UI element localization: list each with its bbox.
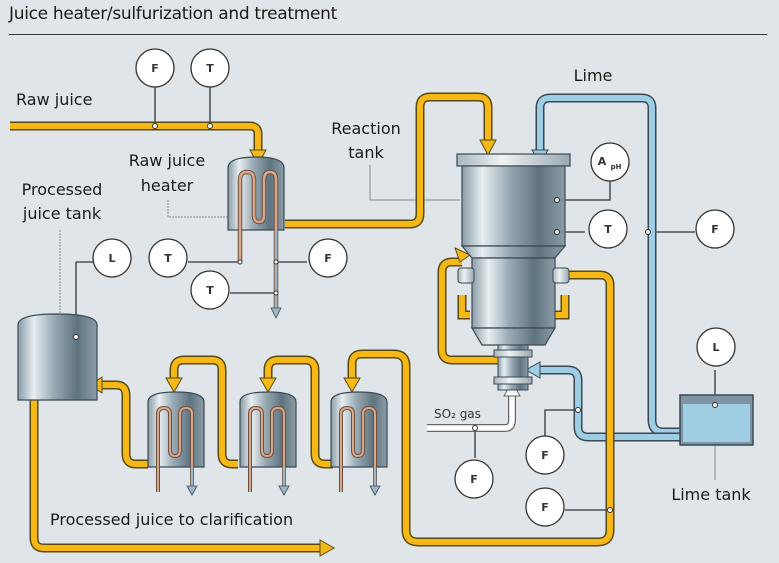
label-lime: Lime bbox=[574, 66, 613, 85]
diagram-title: Juice heater/sulfurization and treatment bbox=[9, 4, 338, 24]
lime-pipe bbox=[524, 93, 680, 442]
title-underline bbox=[9, 34, 767, 35]
instrument-so2-flow[interactable]: F bbox=[454, 459, 494, 499]
svg-text:pH: pH bbox=[611, 163, 622, 171]
instrument-raw-juice-temp[interactable]: T bbox=[190, 48, 230, 88]
svg-text:L: L bbox=[108, 252, 115, 265]
juice-heater-3 bbox=[330, 391, 388, 496]
svg-text:F: F bbox=[151, 62, 159, 75]
label-raw-juice-heater-2: heater bbox=[141, 176, 194, 195]
lime-tank-vessel bbox=[679, 394, 754, 446]
raw-juice-heater bbox=[227, 156, 285, 319]
instrument-lime-flow[interactable]: F bbox=[695, 209, 735, 249]
juice-heater-1 bbox=[147, 391, 205, 496]
label-processed-juice-tank-1: Processed bbox=[22, 180, 103, 199]
label-processed-juice-to-clarification: Processed juice to clarification bbox=[50, 510, 293, 529]
label-processed-juice-tank-2: juice tank bbox=[22, 204, 102, 223]
svg-text:F: F bbox=[541, 449, 549, 462]
instrument-heater-outlet-temp[interactable]: T bbox=[190, 270, 230, 310]
svg-text:T: T bbox=[164, 252, 172, 265]
label-lime-tank: Lime tank bbox=[671, 485, 751, 504]
svg-text:T: T bbox=[206, 284, 214, 297]
label-reaction-tank-1: Reaction bbox=[331, 119, 401, 138]
leader-lines bbox=[59, 165, 716, 480]
instrument-processed-tank-level[interactable]: L bbox=[92, 238, 132, 278]
label-reaction-tank-2: tank bbox=[348, 143, 384, 162]
processed-juice-tank bbox=[17, 313, 98, 401]
instrument-heater-outlet-flow[interactable]: F bbox=[308, 238, 348, 278]
svg-text:F: F bbox=[541, 501, 549, 514]
instrument-reaction-temp[interactable]: T bbox=[588, 209, 628, 249]
reaction-tank bbox=[456, 153, 571, 391]
instrument-lime-tank-level[interactable]: L bbox=[696, 327, 736, 367]
svg-text:F: F bbox=[711, 223, 719, 236]
instrument-heater-condensate-temp[interactable]: T bbox=[148, 238, 188, 278]
label-raw-juice: Raw juice bbox=[16, 90, 92, 109]
tap-points bbox=[152, 123, 651, 513]
svg-text:T: T bbox=[206, 62, 214, 75]
svg-text:L: L bbox=[712, 341, 719, 354]
instrument-lime-dose-flow[interactable]: F bbox=[525, 435, 565, 475]
svg-text:F: F bbox=[324, 252, 332, 265]
juice-heater-2 bbox=[239, 391, 297, 496]
label-so2-gas: SO₂ gas bbox=[434, 407, 481, 421]
label-raw-juice-heater-1: Raw juice bbox=[129, 151, 205, 170]
instrument-recirc-flow[interactable]: F bbox=[525, 487, 565, 527]
svg-text:A: A bbox=[598, 155, 607, 168]
instrument-raw-juice-flow[interactable]: F bbox=[135, 48, 175, 88]
svg-text:F: F bbox=[470, 473, 478, 486]
svg-text:T: T bbox=[604, 223, 612, 236]
juice-pipes bbox=[10, 92, 615, 557]
